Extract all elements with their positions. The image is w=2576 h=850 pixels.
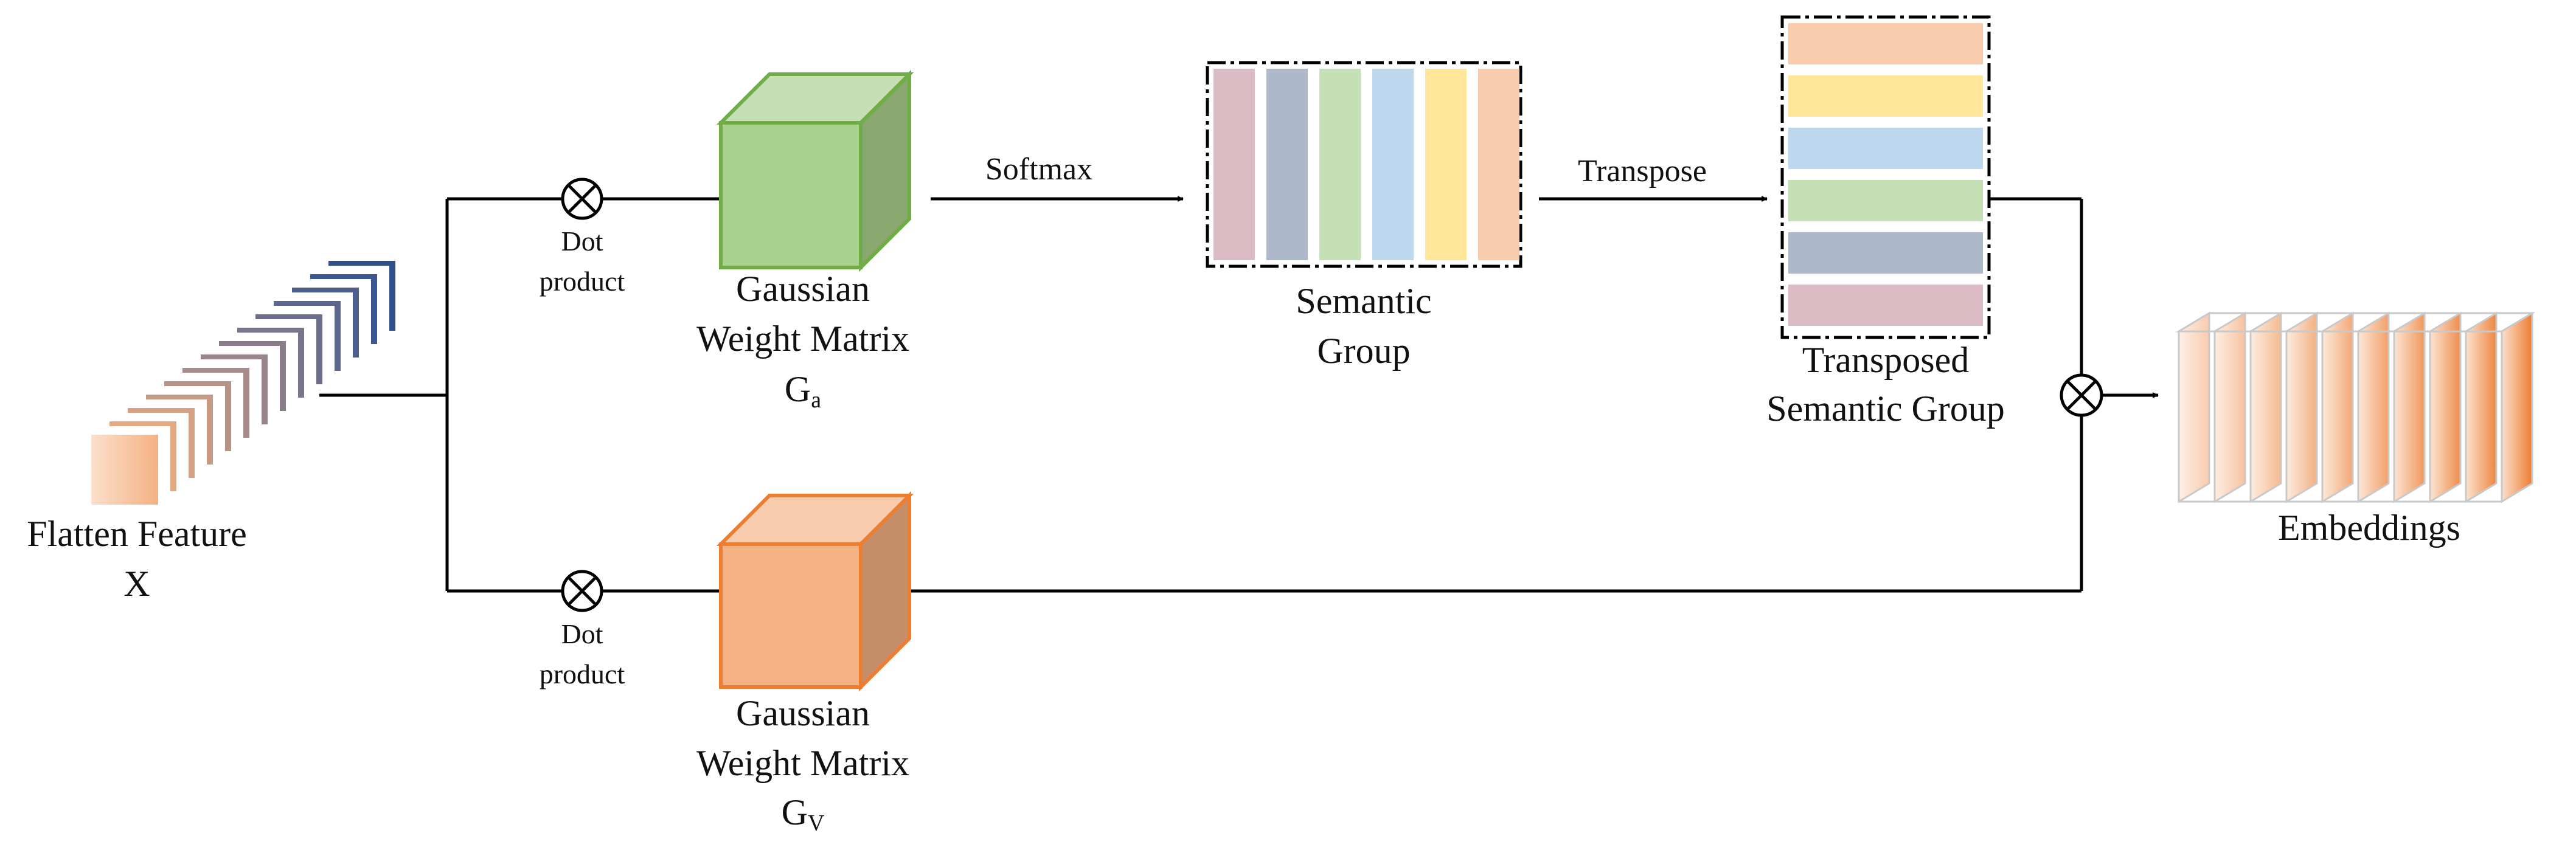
embedding-slice bbox=[2249, 311, 2282, 503]
gaussian-matrix-a-subscript: a bbox=[811, 387, 821, 413]
gaussian-matrix-a-line2: Weight Matrix bbox=[696, 319, 909, 359]
dot-product-top-label-1: Dot bbox=[561, 226, 603, 257]
transposed-group-bar bbox=[1788, 128, 1983, 169]
semantic-group-bar bbox=[1478, 69, 1519, 260]
transposed-group-bars bbox=[1788, 23, 1983, 326]
flatten-feature-front bbox=[91, 435, 158, 505]
semantic-group-bar bbox=[1425, 69, 1467, 260]
gaussian-matrix-v-cube bbox=[716, 491, 914, 692]
dot-product-bottom-label-2: product bbox=[540, 658, 625, 689]
transposed-group-line1: Transposed bbox=[1802, 340, 1969, 380]
transposed-group-bar bbox=[1788, 23, 1983, 64]
semantic-group-line2: Group bbox=[1317, 331, 1410, 371]
gaussian-matrix-a-symbol: Ga bbox=[785, 369, 821, 413]
flatten-feature-stack bbox=[91, 261, 395, 505]
connector-lines bbox=[319, 197, 2083, 593]
embedding-slice bbox=[2285, 311, 2318, 503]
embedding-slice bbox=[2213, 311, 2246, 503]
dot-product-top-label-2: product bbox=[540, 266, 625, 297]
embedding-slice bbox=[2178, 311, 2210, 503]
softmax-label: Softmax bbox=[985, 152, 1092, 187]
embeddings-label: Embeddings bbox=[2278, 508, 2460, 548]
embedding-slice bbox=[2501, 311, 2533, 503]
gaussian-matrix-a-cube bbox=[716, 69, 914, 272]
dot-product-top-icon bbox=[561, 178, 603, 220]
transposed-group-bar bbox=[1788, 285, 1983, 326]
gaussian-matrix-v-line2: Weight Matrix bbox=[696, 743, 909, 783]
dot-product-bottom-label-1: Dot bbox=[561, 618, 603, 649]
embedding-slice bbox=[2321, 311, 2354, 503]
gaussian-matrix-a-line1: Gaussian bbox=[736, 269, 870, 309]
transposed-group-frame bbox=[1780, 15, 1991, 339]
gaussian-matrix-v-line1: Gaussian bbox=[736, 693, 870, 733]
semantic-group-bar bbox=[1372, 69, 1414, 260]
embedding-slice bbox=[2465, 311, 2498, 503]
embedding-slice bbox=[2429, 311, 2462, 503]
semantic-group-bar bbox=[1266, 69, 1308, 260]
transposed-group-bar bbox=[1788, 232, 1983, 274]
gaussian-matrix-v-subscript: V bbox=[808, 810, 825, 836]
semantic-group-frame bbox=[1206, 61, 1522, 268]
semantic-group-line1: Semantic bbox=[1296, 281, 1431, 321]
transpose-label: Transpose bbox=[1578, 154, 1707, 188]
semantic-group-bar bbox=[1319, 69, 1361, 260]
transposed-group-bar bbox=[1788, 180, 1983, 221]
semantic-group-bar bbox=[1213, 69, 1255, 260]
multiply-output-icon bbox=[2060, 373, 2103, 417]
transposed-group-line2: Semantic Group bbox=[1766, 389, 2005, 429]
embedding-slice bbox=[2357, 311, 2390, 503]
gaussian-matrix-v-symbol: GV bbox=[782, 792, 825, 836]
transposed-group-bar bbox=[1788, 75, 1983, 117]
flatten-feature-symbol: X bbox=[123, 564, 150, 604]
embedding-slice bbox=[2393, 311, 2426, 503]
semantic-group-bars bbox=[1213, 69, 1519, 260]
flatten-feature-title: Flatten Feature bbox=[27, 514, 247, 554]
dot-product-bottom-icon bbox=[561, 570, 603, 612]
embeddings-stack bbox=[2175, 311, 2536, 503]
